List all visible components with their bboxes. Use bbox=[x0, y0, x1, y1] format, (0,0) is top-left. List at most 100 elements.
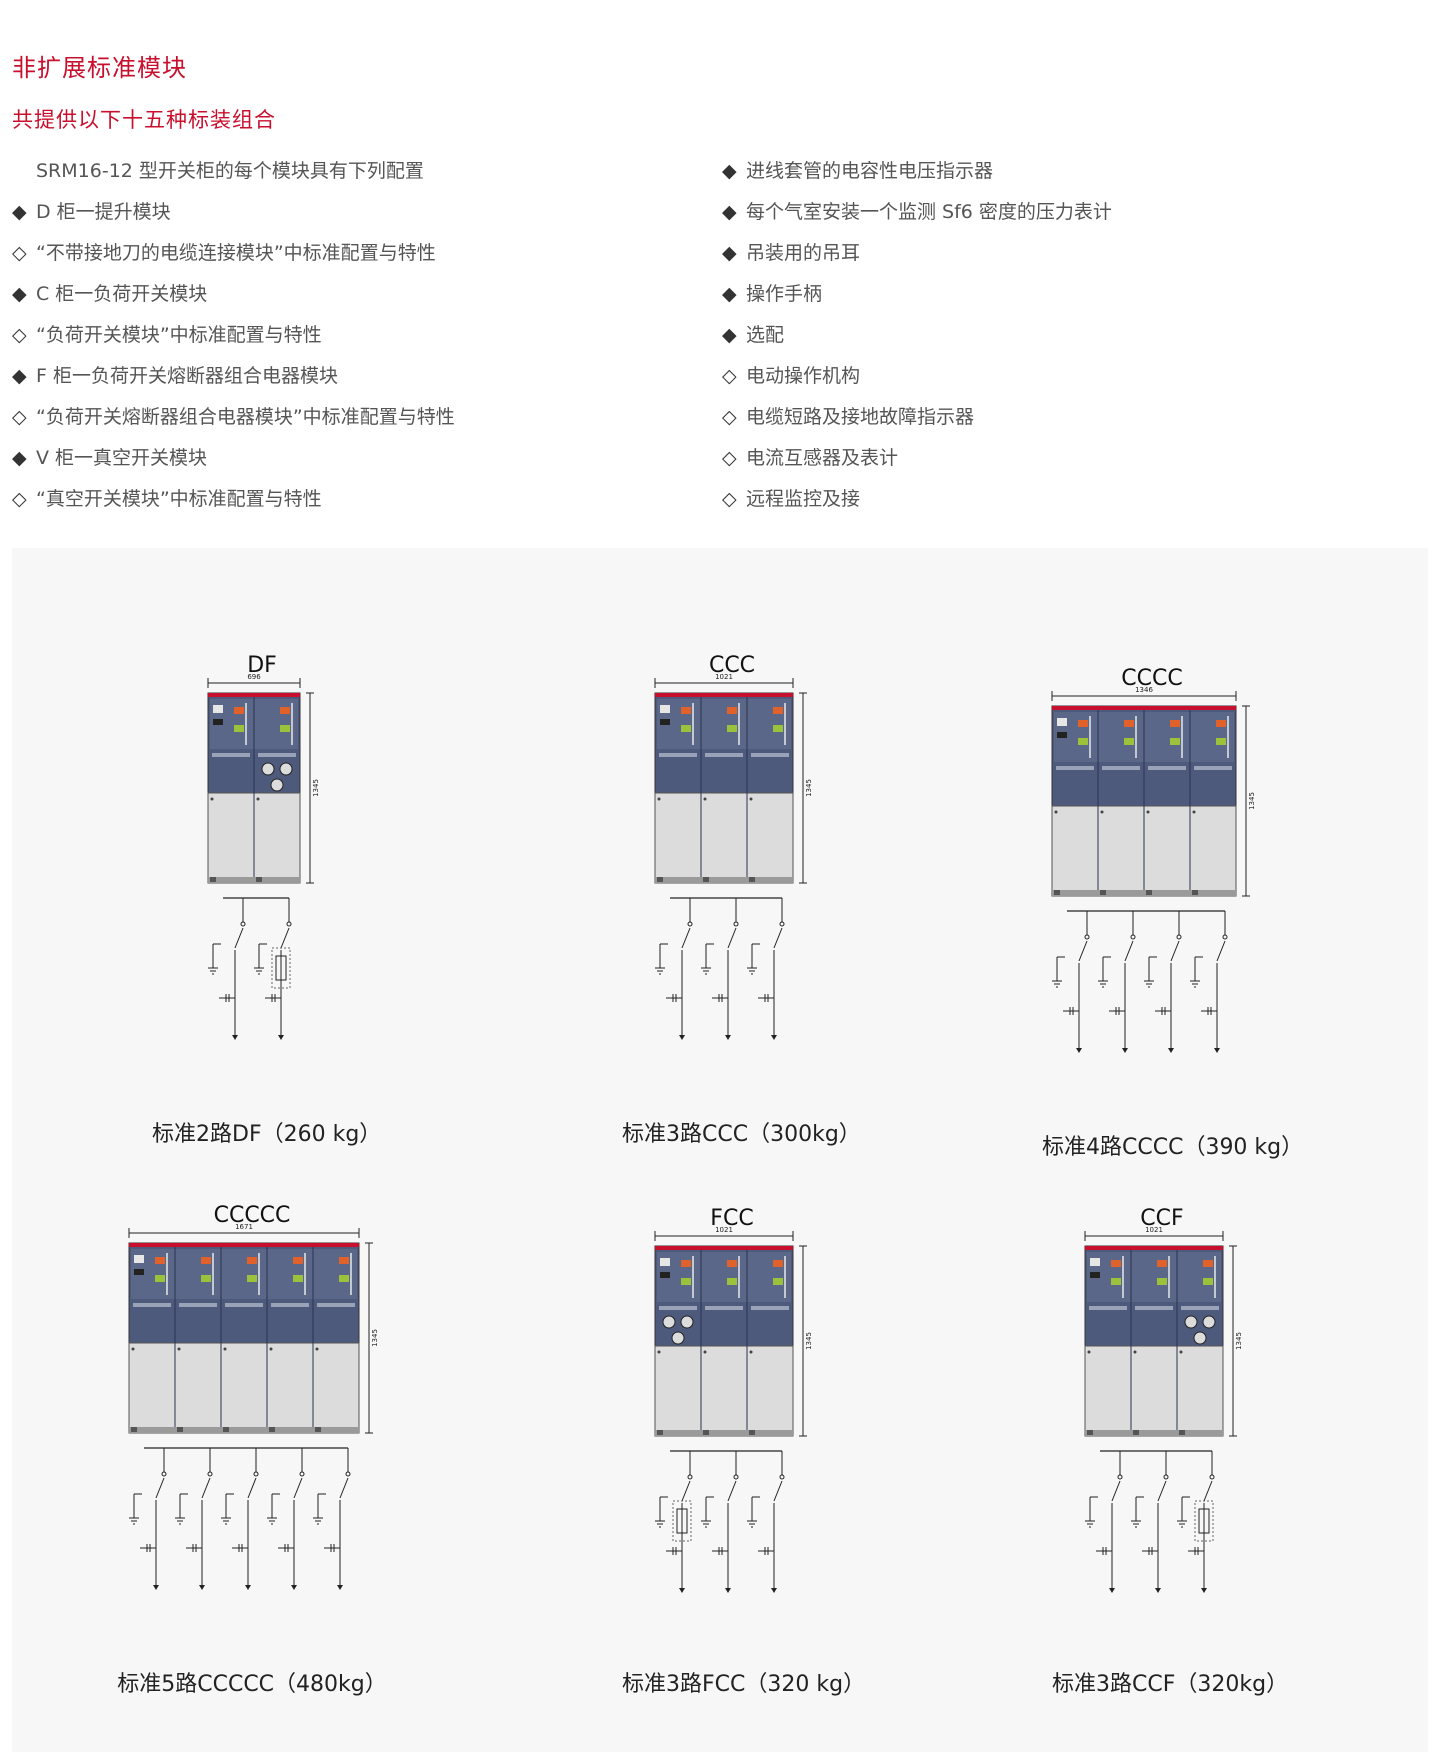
status-indicator-orange bbox=[727, 1260, 737, 1267]
status-indicator-orange bbox=[339, 1257, 349, 1264]
door-hinge bbox=[1133, 1350, 1137, 1354]
foot-bolt bbox=[1146, 890, 1152, 895]
foot-bolt bbox=[315, 1427, 321, 1432]
label-plate bbox=[660, 719, 670, 725]
cabinet-lower bbox=[654, 792, 794, 884]
operation-strip bbox=[258, 753, 296, 757]
switch-contact-icon bbox=[286, 921, 292, 927]
fuse-icon bbox=[676, 1508, 688, 1534]
operation-strip bbox=[1089, 1306, 1127, 1310]
door-hinge bbox=[269, 1347, 273, 1351]
status-indicator-green bbox=[1157, 1278, 1167, 1285]
status-indicator-green bbox=[247, 1275, 257, 1282]
width-dimension-label: 1671 bbox=[235, 1223, 253, 1231]
door-hinge bbox=[315, 1347, 319, 1351]
switch-blade bbox=[155, 1477, 165, 1499]
cable-arrow-icon bbox=[199, 1585, 205, 1590]
cable-arrow-icon bbox=[725, 1035, 731, 1040]
status-indicator-green bbox=[155, 1275, 165, 1282]
operation-strip bbox=[751, 1306, 789, 1310]
foot-bolt bbox=[177, 1427, 183, 1432]
switch-contact-icon bbox=[779, 921, 785, 927]
foot-bolt bbox=[269, 1427, 275, 1432]
config-item: ◆D 柜一提升模块 bbox=[12, 201, 171, 223]
switch-contact-icon bbox=[1209, 1474, 1215, 1480]
status-indicator-green bbox=[339, 1275, 349, 1282]
status-indicator-green bbox=[1170, 738, 1180, 745]
foot-bolt bbox=[749, 1430, 755, 1435]
config-item: ◇“不带接地刀的电缆连接模块”中标准配置与特性 bbox=[12, 242, 436, 264]
door-hinge bbox=[223, 1347, 227, 1351]
status-indicator-green bbox=[280, 725, 290, 732]
cabinet-lower bbox=[1084, 1345, 1224, 1437]
switch-blade bbox=[1111, 1480, 1121, 1502]
foot-bolt bbox=[131, 1427, 137, 1432]
unit-code: CCF bbox=[1140, 1206, 1184, 1231]
switch-blade bbox=[1124, 940, 1134, 962]
foot-bolt bbox=[223, 1427, 229, 1432]
status-indicator-green bbox=[681, 725, 691, 732]
fuse-socket-icon bbox=[1193, 1331, 1207, 1345]
cabinet-base bbox=[1085, 1430, 1223, 1436]
fuse-enclosure bbox=[1194, 1500, 1214, 1542]
switch-blade bbox=[339, 1477, 349, 1499]
cable-arrow-icon bbox=[291, 1585, 297, 1590]
label-plate bbox=[213, 719, 223, 725]
foot-bolt bbox=[256, 877, 262, 882]
label-plate bbox=[1057, 732, 1067, 738]
operation-strip bbox=[1181, 1306, 1219, 1310]
cabinet-top-stripe bbox=[208, 693, 300, 697]
switch-blade bbox=[681, 1480, 691, 1502]
foot-bolt bbox=[1087, 1430, 1093, 1435]
switch-blade bbox=[1216, 940, 1226, 962]
status-indicator-orange bbox=[280, 707, 290, 714]
door-hinge bbox=[1179, 1350, 1183, 1354]
door-hinge bbox=[1054, 810, 1058, 814]
fuse-enclosure bbox=[672, 1500, 692, 1542]
cable-arrow-icon bbox=[725, 1588, 731, 1593]
cable-arrow-icon bbox=[771, 1588, 777, 1593]
operation-strip bbox=[225, 1303, 263, 1307]
operation-strip bbox=[705, 753, 743, 757]
fuse-socket-icon bbox=[1202, 1315, 1216, 1329]
status-indicator-orange bbox=[1170, 720, 1180, 727]
width-dimension-label: 1021 bbox=[715, 673, 733, 681]
operation-strip bbox=[1102, 766, 1140, 770]
config-item: ◇远程监控及接 bbox=[722, 488, 861, 510]
label-plate bbox=[660, 1272, 670, 1278]
config-item: ◇电流互感器及表计 bbox=[722, 447, 899, 469]
switch-contact-icon bbox=[1084, 934, 1090, 940]
config-item: ◆吊装用的吊耳 bbox=[722, 242, 861, 264]
cabinet-top-stripe bbox=[1052, 706, 1236, 710]
switch-blade bbox=[1157, 1480, 1167, 1502]
fuse-socket-icon bbox=[662, 1315, 676, 1329]
unit-caption: 标准4路CCCC（390 kg） bbox=[1042, 1135, 1304, 1160]
switch-contact-icon bbox=[779, 1474, 785, 1480]
operation-strip bbox=[179, 1303, 217, 1307]
status-indicator-green bbox=[727, 1278, 737, 1285]
status-indicator-green bbox=[1124, 738, 1134, 745]
cabinet-lower bbox=[654, 1345, 794, 1437]
status-indicator-orange bbox=[1078, 720, 1088, 727]
height-dimension-label: 1345 bbox=[312, 779, 320, 797]
switch-contact-icon bbox=[1117, 1474, 1123, 1480]
cabinet-top-stripe bbox=[129, 1243, 359, 1247]
foot-bolt bbox=[210, 877, 216, 882]
height-dimension-label: 1345 bbox=[371, 1329, 379, 1347]
fuse-socket-icon bbox=[270, 778, 284, 792]
cable-arrow-icon bbox=[245, 1585, 251, 1590]
config-item: ◆每个气室安装一个监测 Sf6 密度的压力表计 bbox=[722, 201, 1112, 223]
switch-contact-icon bbox=[733, 921, 739, 927]
cabinet-base bbox=[129, 1427, 359, 1433]
switch-blade bbox=[280, 927, 290, 949]
config-item: ◆选配 bbox=[722, 324, 785, 346]
switch-contact-icon bbox=[240, 921, 246, 927]
foot-bolt bbox=[703, 877, 709, 882]
door-hinge bbox=[210, 797, 214, 801]
door-hinge bbox=[657, 797, 661, 801]
fuse-enclosure bbox=[271, 947, 291, 989]
